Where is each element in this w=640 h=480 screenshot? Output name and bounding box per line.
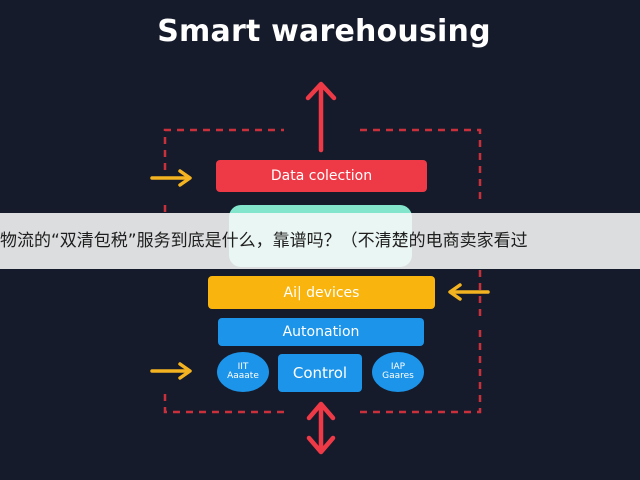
- double-arrow-icon: [306, 401, 336, 455]
- automation-layer: Autonation: [218, 318, 424, 346]
- ai-devices-layer: Ai| devices: [208, 276, 435, 309]
- arrow-left-icon: [448, 283, 490, 301]
- dashed-frame-right-lower: [358, 270, 482, 414]
- caption-banner[interactable]: 物流的“双清包税”服务到底是什么，靠谱吗？（不清楚的电商卖家看过: [0, 213, 640, 269]
- arrow-right-icon: [150, 362, 192, 380]
- iit-node: IIT Aaaate: [217, 352, 269, 392]
- iap-node: IAP Gaares: [372, 352, 424, 392]
- arrow-right-icon: [150, 169, 192, 187]
- caption-text[interactable]: 物流的“双清包税”服务到底是什么，靠谱吗？（不清楚的电商卖家看过: [0, 231, 528, 251]
- data-collection-layer: Data colection: [216, 160, 427, 192]
- dashed-frame-bottom-left: [163, 392, 284, 414]
- control-layer: Control: [278, 354, 362, 392]
- up-arrow-icon: [305, 81, 337, 153]
- dashed-frame-top: [163, 128, 482, 205]
- diagram-title: Smart warehousing: [157, 14, 491, 49]
